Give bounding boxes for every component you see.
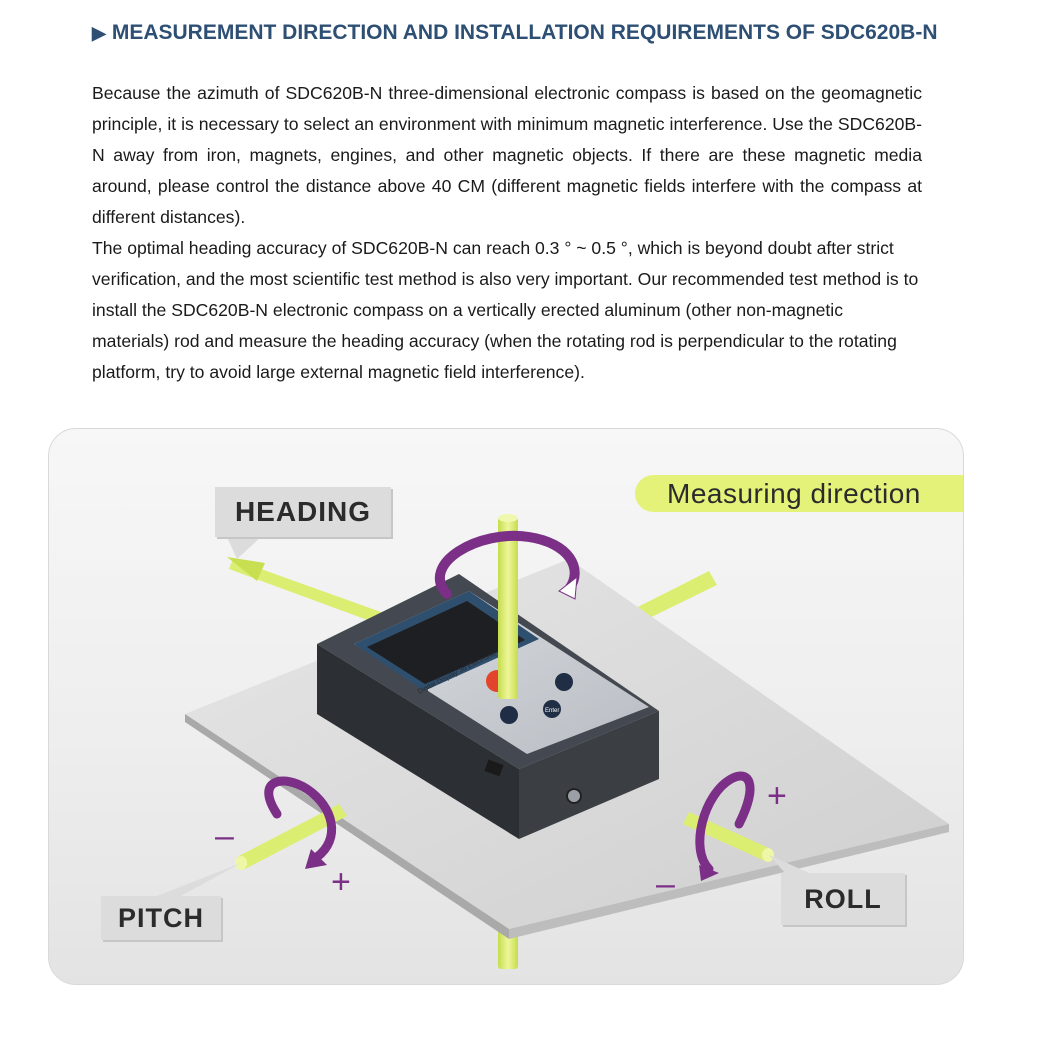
device-usb-port (484, 759, 504, 777)
device-up-button[interactable] (555, 673, 573, 691)
pitch-label: PITCH (101, 896, 221, 940)
measurement-direction-figure: Digital Display 3d Electronic Compass En… (48, 428, 964, 985)
roll-rotation-icon (695, 771, 755, 874)
device-left-button[interactable] (500, 706, 518, 724)
title-text: MEASUREMENT DIRECTION AND INSTALLATION R… (111, 21, 938, 44)
heading-arrow-tip-icon (227, 557, 265, 581)
roll-minus-sign: – (656, 865, 675, 903)
heading-rotation-arrowhead-icon (558, 575, 578, 600)
device-side-left (317, 644, 519, 839)
paragraph-environment: Because the azimuth of SDC620B-N three-d… (92, 83, 922, 227)
device-side-front (519, 711, 659, 839)
pitch-minus-sign: – (215, 817, 234, 855)
platform-edge-right (509, 824, 949, 939)
device-enter-label: Enter (545, 708, 559, 714)
measuring-direction-banner: Measuring direction (635, 475, 963, 512)
heading-label: HEADING (215, 487, 391, 537)
roll-label-pointer (769, 855, 809, 873)
pitch-plus-sign: + (331, 863, 351, 901)
roll-plus-sign: + (767, 777, 787, 815)
page-title: ▶MEASUREMENT DIRECTION AND INSTALLATION … (92, 20, 952, 46)
roll-rotation-arrowhead-icon (699, 865, 719, 881)
pitch-label-pointer (157, 863, 241, 896)
heading-axis-top (498, 514, 518, 522)
compass-illustration: Digital Display 3d Electronic Compass En… (157, 514, 949, 969)
heading-axis-vertical (498, 517, 518, 699)
device-enter-button[interactable] (543, 700, 561, 718)
back-axis-right (624, 571, 717, 627)
heading-label-pointer (227, 537, 261, 559)
pitch-rotation-arrowhead-icon (305, 849, 327, 869)
platform-edge (185, 714, 509, 939)
roll-label: ROLL (781, 873, 905, 925)
pitch-axis (237, 804, 347, 869)
paragraph-accuracy: The optimal heading accuracy of SDC620B-… (92, 238, 919, 382)
pitch-rotation-icon (264, 776, 337, 862)
device-connector-port (566, 788, 582, 804)
device-screen (367, 601, 525, 684)
roll-axis-end (762, 848, 774, 862)
heading-rotation-icon (434, 530, 580, 599)
triangle-marker-icon: ▶ (92, 23, 106, 43)
